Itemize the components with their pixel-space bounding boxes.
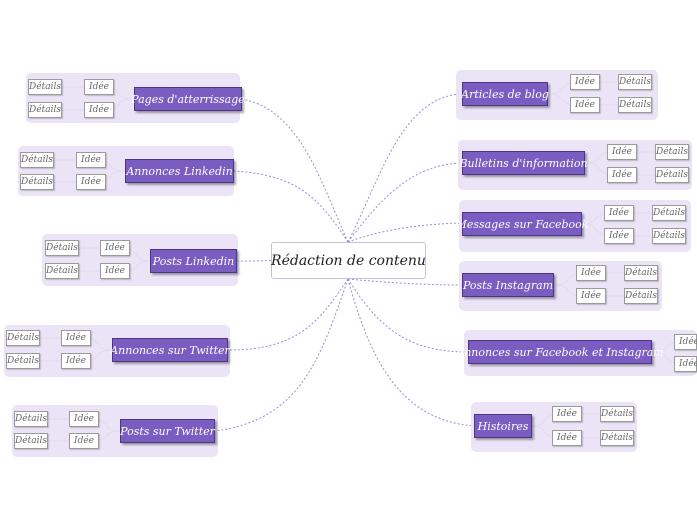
details-node[interactable]: Détails [20, 152, 54, 168]
idee-node[interactable]: Idée [552, 430, 582, 446]
idee-node[interactable]: Idée [570, 74, 600, 90]
idee-node[interactable]: Idée [69, 433, 99, 449]
idee-node[interactable]: Idée [576, 265, 606, 281]
branch-annonces-linkedin[interactable]: Annonces Linkedin [125, 159, 234, 183]
branch-posts-instagram[interactable]: Posts Instagram [462, 273, 554, 297]
details-node[interactable]: Détails [14, 411, 48, 427]
idee-node[interactable]: Idée [607, 144, 637, 160]
details-node[interactable]: Détails [28, 102, 62, 118]
details-node[interactable]: Détails [600, 430, 634, 446]
details-node[interactable]: Détails [652, 228, 686, 244]
idee-node[interactable]: Idée [76, 152, 106, 168]
central-topic[interactable]: Rédaction de contenu [271, 242, 426, 279]
details-node[interactable]: Détails [6, 353, 40, 369]
idee-node[interactable]: Idée [576, 288, 606, 304]
idee-node[interactable]: Idée [76, 174, 106, 190]
idee-node[interactable]: Idée [674, 356, 697, 372]
details-node[interactable]: Détails [14, 433, 48, 449]
details-node[interactable]: Détails [45, 240, 79, 256]
details-node[interactable]: Détails [600, 406, 634, 422]
idee-node[interactable]: Idée [61, 330, 91, 346]
idee-node[interactable]: Idée [84, 79, 114, 95]
branch-annonces-facebook-instagram[interactable]: Annonces sur Facebook et Instagram [456, 340, 664, 364]
details-node[interactable]: Détails [618, 97, 652, 113]
details-node[interactable]: Détails [28, 79, 62, 95]
idee-node[interactable]: Idée [69, 411, 99, 427]
idee-node[interactable]: Idée [570, 97, 600, 113]
branch-bulletins-information[interactable]: Bulletins d'information [459, 151, 588, 175]
idee-node[interactable]: Idée [100, 240, 130, 256]
branch-posts-twitter[interactable]: Posts sur Twitter [120, 419, 215, 443]
idee-node[interactable]: Idée [674, 334, 697, 350]
details-node[interactable]: Détails [624, 265, 658, 281]
branch-articles-blog[interactable]: Articles de blog [461, 82, 549, 106]
branch-annonces-twitter[interactable]: Annonces sur Twitter [110, 338, 230, 362]
details-node[interactable]: Détails [655, 144, 689, 160]
idee-node[interactable]: Idée [604, 228, 634, 244]
branch-pages-atterrissage[interactable]: Pages d'atterrissage [131, 87, 245, 111]
details-node[interactable]: Détails [20, 174, 54, 190]
idee-node[interactable]: Idée [607, 167, 637, 183]
idee-node[interactable]: Idée [604, 205, 634, 221]
idee-node[interactable]: Idée [100, 263, 130, 279]
details-node[interactable]: Détails [618, 74, 652, 90]
idee-node[interactable]: Idée [84, 102, 114, 118]
details-node[interactable]: Détails [652, 205, 686, 221]
branch-histoires[interactable]: Histoires [474, 414, 532, 438]
branch-posts-linkedin[interactable]: Posts Linkedin [150, 249, 237, 273]
details-node[interactable]: Détails [45, 263, 79, 279]
branch-messages-facebook[interactable]: Messages sur Facebook [456, 212, 588, 236]
details-node[interactable]: Détails [624, 288, 658, 304]
details-node[interactable]: Détails [6, 330, 40, 346]
idee-node[interactable]: Idée [552, 406, 582, 422]
idee-node[interactable]: Idée [61, 353, 91, 369]
details-node[interactable]: Détails [655, 167, 689, 183]
